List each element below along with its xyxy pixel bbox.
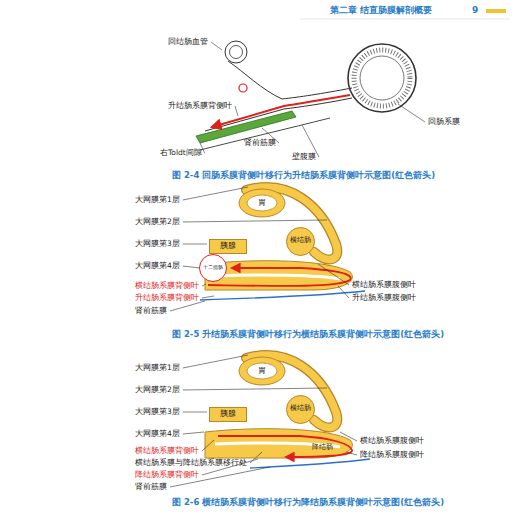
leader-line	[183, 388, 327, 390]
anatomy-label: 壁腹膜	[292, 153, 316, 162]
page-header: 第二章 结直肠膜解剖概要	[330, 5, 432, 15]
organ-name: 胰腺	[220, 242, 236, 250]
organ-circle: 十二指肠	[199, 254, 227, 282]
anatomy-label: 降结肠系膜腹侧叶	[360, 451, 424, 460]
anatomy-label: 升结肠系膜腹侧叶	[352, 294, 416, 303]
organ-circle: 横结肠	[286, 395, 315, 424]
anatomy-label: 大网膜第3层	[135, 240, 180, 249]
page-header: 9	[472, 5, 478, 15]
anatomy-label: 横结肠系膜背侧叶	[135, 282, 199, 291]
leader-line	[183, 432, 204, 434]
organ-circle: 横结肠	[286, 227, 315, 256]
leader-line	[346, 452, 357, 455]
leader-line	[202, 284, 206, 286]
anatomy-label: 升结肠系膜背侧叶	[168, 102, 232, 111]
leader-line	[250, 452, 262, 463]
figure-caption: 图 2-5 升结肠系膜背侧叶移行为横结肠系膜背侧叶示意图(红色箭头)	[172, 330, 444, 340]
leader-line	[202, 296, 214, 298]
anatomy-label: 大网膜第1层	[135, 364, 180, 373]
organ-name: 胰腺	[220, 410, 236, 418]
leader-line	[183, 220, 327, 222]
organ-label-area: 胃	[255, 197, 269, 210]
anatomy-label: 大网膜第2层	[135, 218, 180, 227]
anatomy-label: 升结肠系膜背侧叶	[135, 294, 199, 303]
figure-caption: 图 2-4 回肠系膜背侧叶移行为升结肠系膜背侧叶示意图(红色箭头)	[172, 171, 435, 181]
anatomy-label: 大网膜第1层	[135, 196, 180, 205]
anatomy-label: 横结肠系膜腹侧叶	[360, 437, 424, 446]
anatomy-label: 横结肠系膜背侧叶	[135, 447, 199, 456]
leader-line	[340, 432, 357, 441]
anatomy-label: 大网膜第4层	[135, 262, 180, 271]
anatomy-label: 右Toldt间隙	[160, 149, 202, 158]
leader-line	[183, 244, 207, 245]
leader-line	[338, 286, 349, 298]
figure-caption: 图 2-6 横结肠系膜背侧叶移行为降结肠系膜背侧叶示意图(红色箭头)	[172, 498, 444, 508]
anatomy-label: 肾前筋膜	[135, 307, 167, 316]
anatomy-label: 大网膜第3层	[135, 408, 180, 417]
leader-line	[183, 266, 200, 268]
anatomy-label: 回肠系膜	[428, 118, 460, 127]
anatomy-label: 降结肠系膜背侧叶	[135, 471, 199, 480]
organ-box: 胰腺	[209, 239, 247, 254]
leader-line	[202, 440, 214, 451]
organ-name: 横结肠	[290, 237, 311, 245]
organ-label-area: 降结肠	[309, 442, 336, 454]
organ-name: 十二指肠	[203, 265, 223, 271]
organ-name: 横结肠	[290, 405, 311, 413]
anatomy-label: 大网膜第4层	[135, 430, 180, 439]
anatomy-label: 大网膜第2层	[135, 386, 180, 395]
anatomy-label: 回结肠血管	[168, 38, 208, 47]
organ-name: 胃	[258, 367, 266, 376]
organ-box: 胰腺	[209, 407, 247, 422]
leader-line	[211, 42, 222, 50]
organ-label-area: 胃	[255, 365, 269, 378]
anatomy-label: 横结肠系膜腹侧叶	[352, 281, 416, 290]
leader-line	[183, 187, 248, 200]
organ-name: 降结肠	[312, 444, 333, 452]
leader-line	[235, 106, 238, 116]
anatomy-label: 肾前筋膜	[135, 483, 167, 492]
anatomy-label: 肾前筋膜	[244, 139, 276, 148]
organ-name: 胃	[258, 199, 266, 208]
leader-line	[170, 301, 205, 311]
leader-line	[318, 264, 349, 285]
leader-line	[183, 355, 248, 368]
leader-line	[398, 104, 425, 122]
leader-line	[183, 412, 207, 413]
anatomy-label: 横结肠系膜与降结肠系膜移行处	[135, 459, 247, 468]
